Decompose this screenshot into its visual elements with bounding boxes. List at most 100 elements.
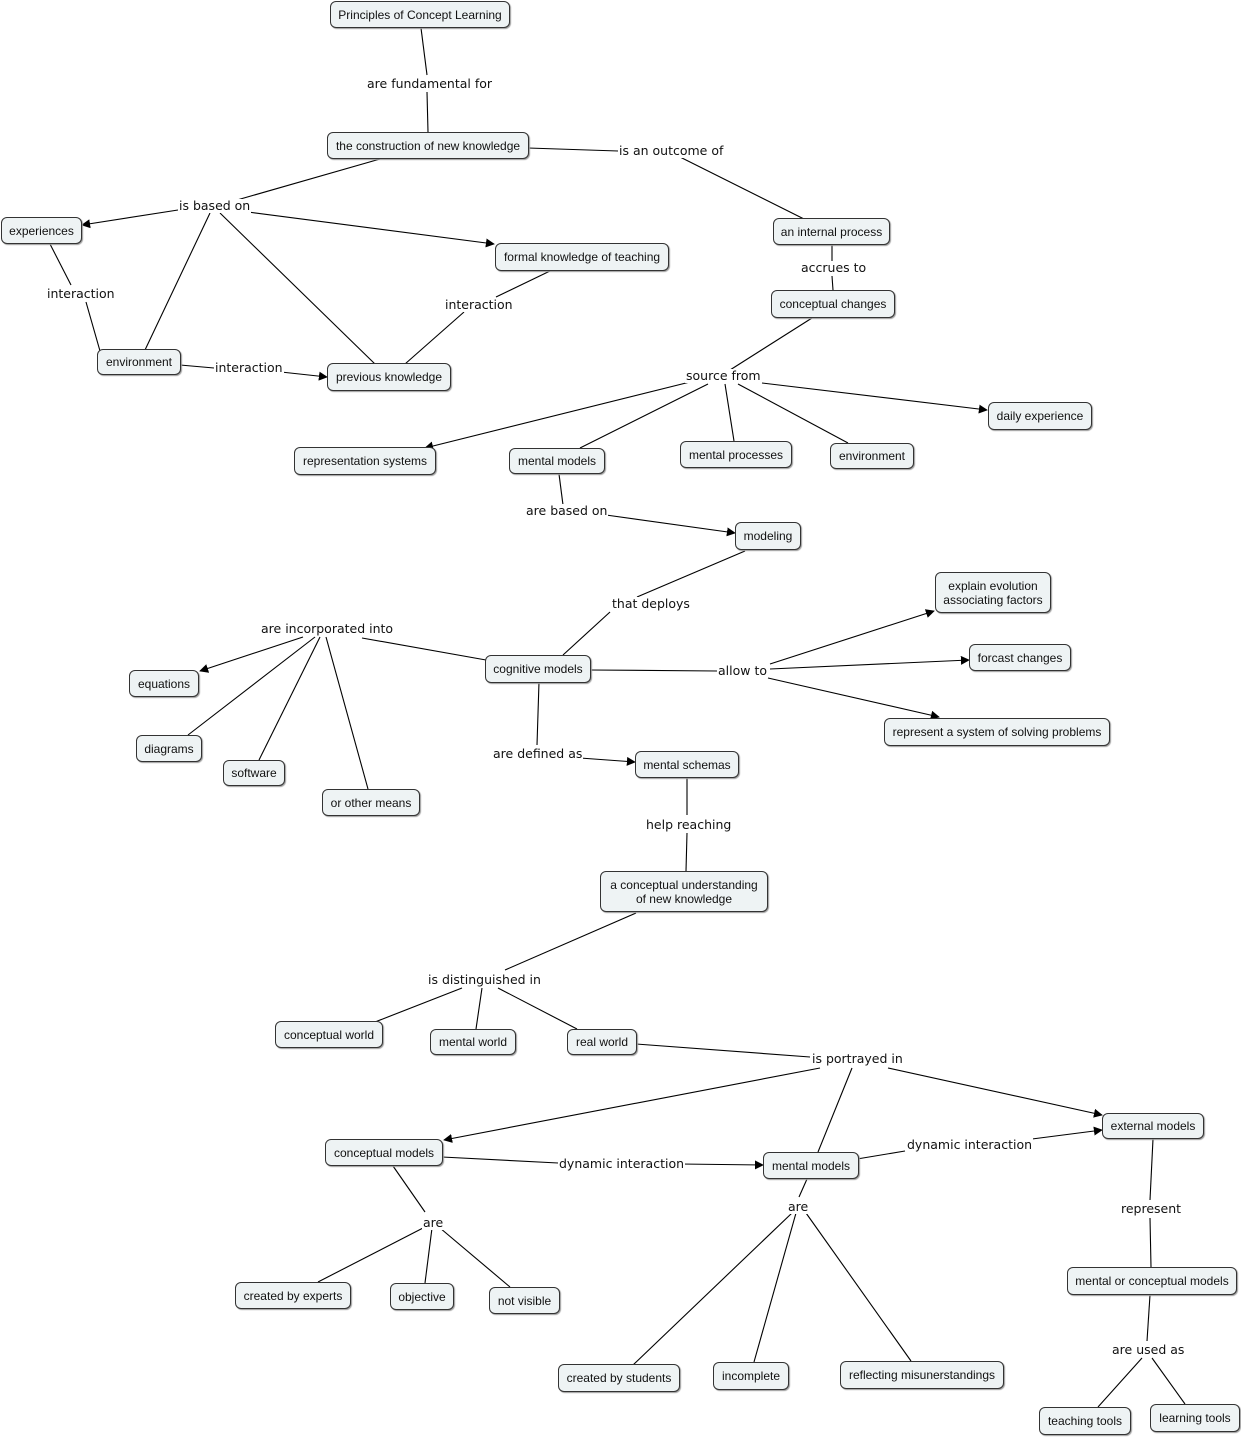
connector — [280, 371, 328, 381]
link-accrues-to: accrues to — [800, 260, 868, 275]
connector — [374, 987, 463, 1023]
connector — [404, 311, 465, 365]
link-dynamic-interaction-left: dynamic interaction — [558, 1156, 686, 1171]
connector — [504, 912, 637, 971]
connector — [536, 681, 540, 746]
concept-conceptual-changes[interactable]: conceptual changes — [771, 290, 895, 318]
connector — [475, 987, 483, 1030]
connector — [769, 655, 970, 670]
link-is-based-on: is based on — [178, 198, 252, 213]
connector — [439, 1227, 511, 1288]
connector — [679, 156, 805, 220]
concept-mental-models-top[interactable]: mental models — [509, 448, 605, 474]
concept-cognitive-models[interactable]: cognitive models — [485, 655, 591, 683]
concept-learning-tools[interactable]: learning tools — [1150, 1404, 1240, 1432]
link-allow-to: allow to — [717, 663, 768, 678]
concept-environment-right[interactable]: environment — [830, 443, 914, 469]
link-are-based-on: are based on — [525, 503, 609, 518]
connector — [761, 382, 988, 414]
concept-created-by-students[interactable]: created by students — [558, 1364, 680, 1392]
connector — [1149, 1138, 1154, 1201]
connector — [636, 550, 746, 598]
connector — [85, 301, 101, 352]
connector — [737, 383, 849, 444]
concept-other-means[interactable]: or other means — [322, 789, 420, 816]
link-are-used-as: are used as — [1111, 1342, 1186, 1357]
connector — [769, 609, 935, 665]
connector — [317, 1227, 424, 1283]
concept-principles[interactable]: Principles of Concept Learning — [330, 1, 510, 28]
link-represent: represent — [1120, 1201, 1183, 1216]
concept-representation-systems[interactable]: representation systems — [294, 447, 436, 475]
concept-modeling[interactable]: modeling — [735, 522, 801, 550]
connector — [81, 209, 179, 229]
connector — [1149, 1217, 1152, 1268]
concept-previous-knowledge[interactable]: previous knowledge — [327, 363, 451, 391]
connector — [258, 636, 321, 761]
connector — [798, 1178, 808, 1198]
link-is-an-outcome-of: is an outcome of — [618, 143, 725, 158]
connector — [495, 270, 551, 298]
link-interaction-formal: interaction — [444, 297, 514, 312]
concept-not-visible[interactable]: not visible — [489, 1287, 560, 1314]
connector — [219, 212, 376, 365]
connector — [426, 91, 429, 133]
concept-mental-schemas[interactable]: mental schemas — [635, 751, 739, 778]
concept-diagrams[interactable]: diagrams — [136, 735, 202, 762]
link-help-reaching: help reaching — [645, 817, 733, 832]
concept-conceptual-world[interactable]: conceptual world — [275, 1021, 383, 1048]
concept-teaching-tools[interactable]: teaching tools — [1039, 1407, 1131, 1435]
concept-experiences[interactable]: experiences — [1, 217, 82, 244]
connector — [199, 636, 304, 673]
connector — [179, 364, 215, 369]
connector — [605, 514, 736, 537]
connector — [187, 636, 316, 736]
concept-mental-processes[interactable]: mental processes — [680, 441, 792, 468]
connector — [805, 1212, 912, 1362]
link-interaction-experiences: interaction — [46, 286, 116, 301]
connector — [1097, 1357, 1143, 1408]
link-are-conceptual: are — [422, 1215, 445, 1230]
concept-created-by-experts[interactable]: created by experts — [235, 1282, 351, 1309]
connector — [579, 383, 709, 449]
concept-software[interactable]: software — [223, 760, 285, 786]
connector — [817, 1067, 853, 1153]
connector — [679, 1160, 764, 1170]
connector — [635, 1043, 811, 1058]
concept-forcast-changes[interactable]: forcast changes — [969, 644, 1071, 671]
connector — [527, 147, 619, 152]
concept-reflecting-misunderstandings[interactable]: reflecting misunerstandings — [840, 1361, 1004, 1389]
concept-mental-or-conceptual-models[interactable]: mental or conceptual models — [1067, 1267, 1237, 1295]
concept-explain-evolution[interactable]: explain evolution associating factors — [935, 572, 1051, 613]
concept-daily-experience[interactable]: daily experience — [988, 402, 1092, 430]
link-are-fundamental-for: are fundamental for — [366, 76, 494, 91]
concept-formal-knowledge[interactable]: formal knowledge of teaching — [495, 243, 669, 271]
concept-real-world[interactable]: real world — [567, 1029, 637, 1055]
connector — [831, 275, 834, 291]
concept-mental-world[interactable]: mental world — [430, 1029, 516, 1055]
connector — [1146, 1294, 1151, 1342]
concept-external-models[interactable]: external models — [1102, 1113, 1204, 1139]
concept-environment-left[interactable]: environment — [97, 349, 181, 375]
connector — [632, 1212, 793, 1366]
connector — [724, 383, 735, 442]
link-are-mental: are — [787, 1199, 810, 1214]
connector — [558, 473, 564, 506]
concept-mental-models-bottom[interactable]: mental models — [763, 1152, 859, 1179]
connector — [424, 1227, 433, 1284]
concept-equations[interactable]: equations — [129, 670, 199, 697]
connector — [589, 669, 718, 672]
concept-conceptual-models[interactable]: conceptual models — [325, 1139, 443, 1166]
connector — [767, 677, 940, 720]
concept-conceptual-understanding[interactable]: a conceptual understanding of new knowle… — [600, 871, 768, 912]
concept-construction[interactable]: the construction of new knowledge — [327, 132, 529, 159]
concept-internal-process[interactable]: an internal process — [773, 218, 890, 245]
concept-represent-system[interactable]: represent a system of solving problems — [884, 718, 1110, 746]
concept-incomplete[interactable]: incomplete — [713, 1362, 789, 1390]
link-that-deploys: that deploys — [611, 596, 691, 611]
connector — [497, 987, 578, 1030]
concept-objective[interactable]: objective — [390, 1283, 454, 1310]
connector — [856, 1150, 906, 1160]
link-are-defined-as: are defined as — [492, 746, 584, 761]
